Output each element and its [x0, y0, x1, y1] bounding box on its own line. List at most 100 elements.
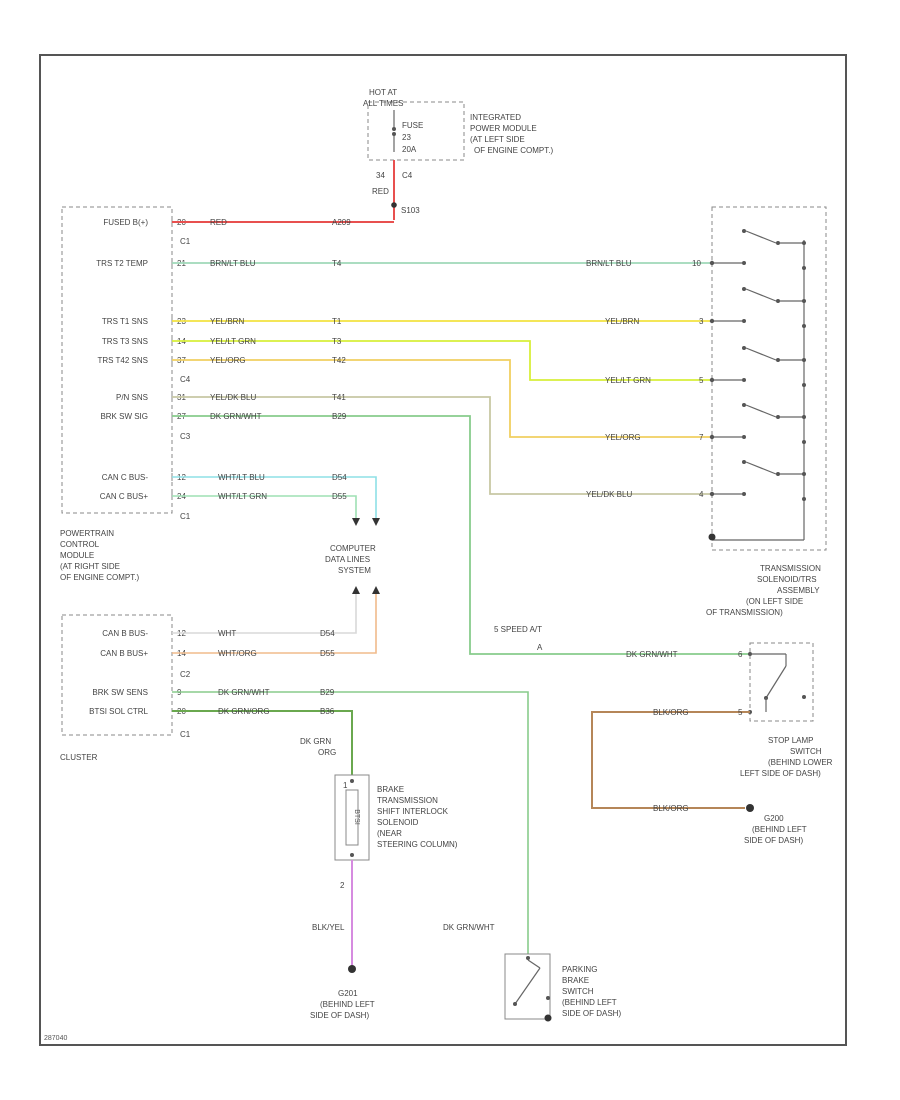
tsa-contact — [776, 472, 780, 476]
stoplamp-label-3: (BEHIND LOWER — [768, 758, 833, 767]
g200-loc-2: SIDE OF DASH) — [744, 836, 803, 845]
g200-name: G200 — [764, 814, 784, 823]
tsa-contact — [776, 415, 780, 419]
pcm-pin-label: TRS T2 TEMP — [96, 259, 148, 268]
ipm-label-3: (AT LEFT SIDE — [470, 135, 525, 144]
g200-ground-icon — [746, 804, 754, 812]
btsi-label-4: SOLENOID — [377, 818, 419, 827]
lbl-d55-color: WHT/LT GRN — [218, 492, 267, 501]
tsa-wire-1-color: BRN/LT BLU — [586, 259, 632, 268]
tsa-pin — [709, 491, 715, 497]
pbrake-label-2: BRAKE — [562, 976, 589, 985]
tsa-pin — [709, 434, 715, 440]
btsi-box — [334, 774, 370, 861]
lbl-t4-color: BRN/LT BLU — [210, 259, 256, 268]
tsa-junction — [802, 383, 806, 387]
cl-b29-circuit: B29 — [320, 688, 335, 697]
pbrake-box — [504, 953, 551, 1020]
cl-b36-circuit: B36 — [320, 707, 335, 716]
tsa-wire-1-pin: 10 — [692, 259, 701, 268]
stoplamp-label-1: STOP LAMP — [768, 736, 814, 745]
fuse-label: FUSE — [402, 121, 423, 130]
lbl-b29-color: DK GRN/WHT — [210, 412, 262, 421]
speed-star: A — [537, 643, 543, 652]
cluster-pin-label: CAN B BUS- — [102, 629, 148, 638]
lbl-red-circuit: A209 — [332, 218, 351, 227]
wire-dkgrn-wht-cluster — [172, 691, 529, 954]
stoplamp-box — [749, 642, 814, 722]
lbl-d54-color: WHT/LT BLU — [218, 473, 265, 482]
btsi-label-6: STEERING COLUMN) — [377, 840, 458, 849]
pcm-pin-label: FUSED B(+) — [103, 218, 148, 227]
tsa-label-1: TRANSMISSION — [760, 564, 821, 573]
wire-dkgrn-org — [172, 710, 353, 775]
btsi-pin-top: 1 — [343, 781, 348, 790]
tsa-contact — [742, 403, 746, 407]
pcm-pin-label: TRS T1 SNS — [102, 317, 148, 326]
c4-conn: C4 — [402, 171, 413, 180]
pbrake-label: PARKING BRAKE SWITCH (BEHIND LEFT SIDE O… — [562, 965, 621, 1018]
lbl-t4-circuit: T4 — [332, 259, 342, 268]
stoplamp-wire-pin: 6 — [738, 650, 743, 659]
pcm-connector-ids: C1 C4 C3 C1 — [180, 237, 191, 521]
pcm-label-5: OF ENGINE COMPT.) — [60, 573, 139, 582]
cluster-wires — [172, 594, 529, 954]
wire-wht-org — [172, 594, 377, 654]
pcm-label-4: (AT RIGHT SIDE — [60, 562, 120, 571]
lbl-red-color: RED — [210, 218, 227, 227]
footer-id: 287040 — [44, 1035, 67, 1042]
pbrake-wire-color: DK GRN/WHT — [443, 923, 495, 932]
pbrake-switch — [513, 956, 552, 1022]
g200-loc-1: (BEHIND LEFT — [752, 825, 807, 834]
fuse-amps: 20A — [402, 145, 417, 154]
stoplamp-label-4: LEFT SIDE OF DASH) — [740, 769, 821, 778]
tsa-contact — [742, 435, 746, 439]
cdl-label-3: SYSTEM — [338, 566, 371, 575]
btsi-label-3: SHIFT INTERLOCK — [377, 807, 449, 816]
stoplamp-label: STOP LAMP SWITCH (BEHIND LOWER LEFT SIDE… — [740, 736, 833, 778]
ipm-label-1: INTEGRATED — [470, 113, 521, 122]
tsa-junction — [802, 324, 806, 328]
tsa-junction — [802, 266, 806, 270]
cl-b29-color: DK GRN/WHT — [218, 688, 270, 697]
tsa-pin — [709, 318, 715, 324]
tsa-wire-4-color: YEL/ORG — [605, 433, 641, 442]
cluster-conn-1: C2 — [180, 670, 191, 679]
stoplamp-wire-color: DK GRN/WHT — [626, 650, 678, 659]
pcm-conn-4: C1 — [180, 512, 191, 521]
tsa-switch-arm — [745, 404, 777, 418]
tsa-wire-2-color: YEL/BRN — [605, 317, 639, 326]
tsa-junction — [802, 358, 806, 362]
ipm-label-2: POWER MODULE — [470, 124, 537, 133]
tsa-switch-group — [709, 229, 806, 501]
lbl-d55-circuit: D55 — [332, 492, 347, 501]
lbl-t41-color: YEL/DK BLU — [210, 393, 256, 402]
btsi-label: BRAKE TRANSMISSION SHIFT INTERLOCK SOLEN… — [377, 785, 458, 849]
tsa-junction — [802, 299, 806, 303]
lbl-t1-color: YEL/BRN — [210, 317, 244, 326]
lbl-d54-circuit: D54 — [332, 473, 347, 482]
pcm-pin-label: TRS T42 SNS — [97, 356, 148, 365]
cl-d55-circuit: D55 — [320, 649, 335, 658]
pcm-pin-label: CAN C BUS- — [102, 473, 149, 482]
pcm-pin-label: BRK SW SIG — [100, 412, 148, 421]
tsa-contact — [776, 299, 780, 303]
pcm-label: POWERTRAIN CONTROL MODULE (AT RIGHT SIDE… — [60, 529, 139, 582]
wire-wht — [172, 594, 357, 634]
cluster-pin-label: CAN B BUS+ — [100, 649, 148, 658]
tsa-ground-dot — [708, 533, 716, 541]
pcm-conn-3: C3 — [180, 432, 191, 441]
tsa-switch-arm — [745, 288, 777, 302]
wire-wht-ltblu — [172, 476, 377, 518]
wire-yel-ltgrn — [172, 340, 712, 381]
g201-ground-icon — [348, 965, 356, 973]
cdl-upper-terminals — [352, 518, 380, 526]
pcm-label-1: POWERTRAIN — [60, 529, 114, 538]
cluster-conn-2: C1 — [180, 730, 191, 739]
btsi-wire-top-2: ORG — [318, 748, 336, 757]
cluster-wire-labels: WHT D54 WHT/ORG D55 DK GRN/WHT B29 DK GR… — [218, 629, 335, 716]
tsa-contact — [742, 261, 746, 265]
wire-blk-org — [591, 711, 750, 809]
cluster-pin-label: BTSI SOL CTRL — [89, 707, 148, 716]
c4-color: RED — [372, 187, 389, 196]
